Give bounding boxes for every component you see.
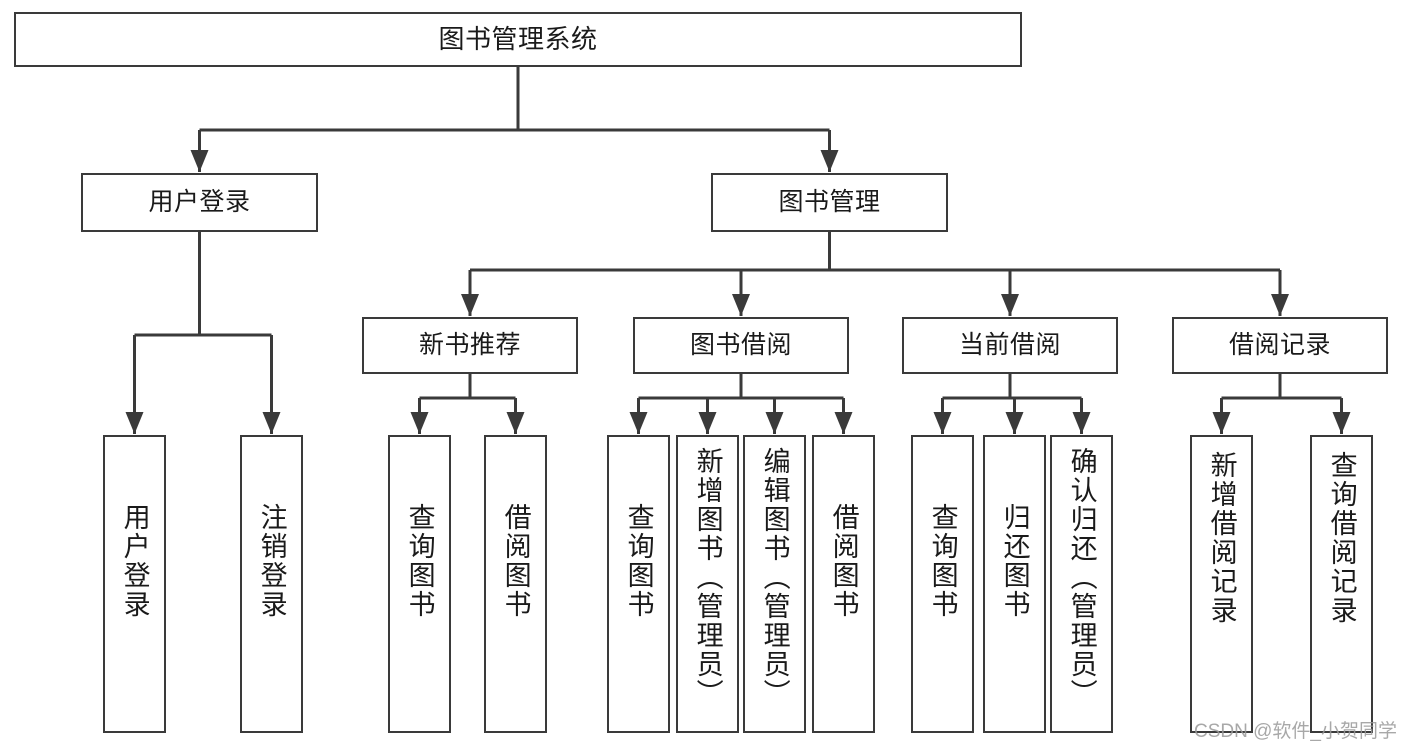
node-newbook[interactable]: 新书推荐 [362, 317, 578, 374]
node-leaf-10[interactable]: 归还图书 [983, 435, 1046, 733]
arrowhead-icon [262, 412, 281, 434]
node-label: 查询图书 [404, 503, 435, 619]
arrowhead-icon [834, 412, 853, 434]
node-borrow[interactable]: 图书借阅 [633, 317, 849, 374]
arrowhead-icon [1072, 412, 1091, 434]
arrowhead-icon [820, 150, 839, 172]
node-leaf-1[interactable]: 用户登录 [103, 435, 166, 733]
node-label: 注销登录 [256, 503, 287, 619]
node-label: 借阅图书 [828, 503, 859, 619]
watermark-label: CSDN @软件_小贺同学 [1194, 721, 1397, 742]
node-leaf-3[interactable]: 查询图书 [388, 435, 451, 733]
node-label: 图书管理系统 [438, 24, 598, 55]
node-label: 归还图书 [999, 503, 1030, 619]
node-leaf-4[interactable]: 借阅图书 [484, 435, 547, 733]
node-leaf-7[interactable]: 编辑图书（管理员） [743, 435, 806, 733]
node-login[interactable]: 用户登录 [81, 173, 318, 232]
node-label: 新增借阅记录 [1206, 451, 1237, 625]
arrowhead-icon [1332, 412, 1351, 434]
node-label: 当前借阅 [958, 330, 1061, 359]
node-leaf-2[interactable]: 注销登录 [240, 435, 303, 733]
node-label: 图书借阅 [689, 330, 792, 359]
node-label: 借阅图书 [500, 503, 531, 619]
node-current[interactable]: 当前借阅 [902, 317, 1118, 374]
node-leaf-5[interactable]: 查询图书 [607, 435, 670, 733]
arrowhead-icon [698, 412, 717, 434]
arrowhead-icon [629, 412, 648, 434]
node-label: 图书管理 [778, 187, 881, 216]
node-leaf-9[interactable]: 查询图书 [911, 435, 974, 733]
node-leaf-12[interactable]: 新增借阅记录 [1190, 435, 1253, 733]
arrowhead-icon [1212, 412, 1231, 434]
arrowhead-icon [933, 412, 952, 434]
arrowhead-icon [190, 150, 209, 172]
node-bookmgmt[interactable]: 图书管理 [711, 173, 948, 232]
node-label: 新增图书（管理员） [692, 447, 723, 708]
node-label: 用户登录 [119, 503, 150, 619]
arrowhead-icon [506, 412, 525, 434]
node-label: 查询图书 [623, 503, 654, 619]
node-label: 查询图书 [927, 503, 958, 619]
arrowhead-icon [125, 412, 144, 434]
node-root[interactable]: 图书管理系统 [14, 12, 1022, 67]
arrowhead-icon [765, 412, 784, 434]
arrowhead-icon [1001, 294, 1019, 316]
arrowhead-icon [732, 294, 750, 316]
node-label: 用户登录 [148, 187, 251, 216]
node-label: 借阅记录 [1228, 330, 1331, 359]
node-label: 新书推荐 [418, 330, 521, 359]
node-leaf-8[interactable]: 借阅图书 [812, 435, 875, 733]
node-label: 确认归还（管理员） [1066, 447, 1097, 708]
arrowhead-icon [410, 412, 429, 434]
arrowhead-icon [461, 294, 479, 316]
node-leaf-11[interactable]: 确认归还（管理员） [1050, 435, 1113, 733]
arrowhead-icon [1005, 412, 1024, 434]
node-label: 编辑图书（管理员） [759, 447, 790, 708]
node-records[interactable]: 借阅记录 [1172, 317, 1388, 374]
node-label: 查询借阅记录 [1326, 451, 1357, 625]
node-leaf-6[interactable]: 新增图书（管理员） [676, 435, 739, 733]
arrowhead-icon [1271, 294, 1289, 316]
node-leaf-13[interactable]: 查询借阅记录 [1310, 435, 1373, 733]
